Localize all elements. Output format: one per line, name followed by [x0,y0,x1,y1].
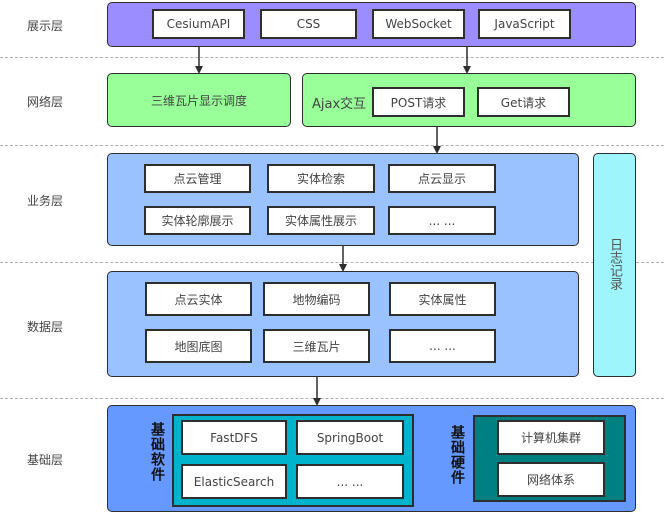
presentation-item-javascript: JavaScript [478,9,571,39]
software-item-more: ... ... [296,464,404,499]
separator-business-data [0,262,664,263]
network-item-get: Get请求 [477,87,570,117]
network-tile-scheduling-panel: 三维瓦片显示调度 [107,73,291,127]
log-label: 日志记录 [607,238,622,290]
business-item-entity-outline: 实体轮廓展示 [144,206,251,235]
software-item-springboot: SpringBoot [296,420,404,455]
data-item-3d-tiles: 三维瓦片 [263,329,370,363]
hardware-item-network-system: 网络体系 [497,462,605,497]
layer-label-data: 数据层 [26,320,63,334]
data-item-pointcloud-entity: 点云实体 [145,282,252,316]
network-ajax-label: Ajax交互 [312,97,367,112]
business-item-pointcloud-display: 点云显示 [388,164,496,193]
separator-presentation-network [0,57,664,58]
data-item-basemap: 地图底图 [145,329,252,363]
separator-network-business [0,145,664,146]
data-item-feature-code: 地物编码 [263,282,370,316]
business-item-pointcloud-management: 点云管理 [144,164,251,193]
layer-label-business: 业务层 [26,194,63,208]
presentation-item-css: CSS [260,9,357,39]
presentation-item-websocket: WebSocket [372,9,465,39]
network-item-post: POST请求 [372,87,465,117]
business-item-entity-search: 实体检索 [267,164,375,193]
log-panel [593,153,636,377]
network-tile-scheduling-label: 三维瓦片显示调度 [150,93,247,108]
hardware-item-computer-cluster: 计算机集群 [497,420,605,455]
layer-label-presentation: 展示层 [26,19,63,33]
network-ajax-panel [302,73,636,127]
foundation-hardware-label: 基础硬件 [449,425,465,485]
business-item-entity-attribute-display: 实体属性展示 [267,206,375,235]
layer-label-foundation: 基础层 [26,453,63,467]
data-item-more: ... ... [389,329,496,363]
separator-data-foundation [0,398,664,399]
presentation-item-cesiumapi: CesiumAPI [152,9,245,39]
data-item-entity-attribute: 实体属性 [389,282,496,316]
software-item-elasticsearch: ElasticSearch [181,464,287,499]
layer-label-network: 网络层 [26,95,63,109]
foundation-software-label: 基础软件 [149,422,165,482]
business-item-more: ... ... [388,206,496,235]
software-item-fastdfs: FastDFS [181,420,287,455]
